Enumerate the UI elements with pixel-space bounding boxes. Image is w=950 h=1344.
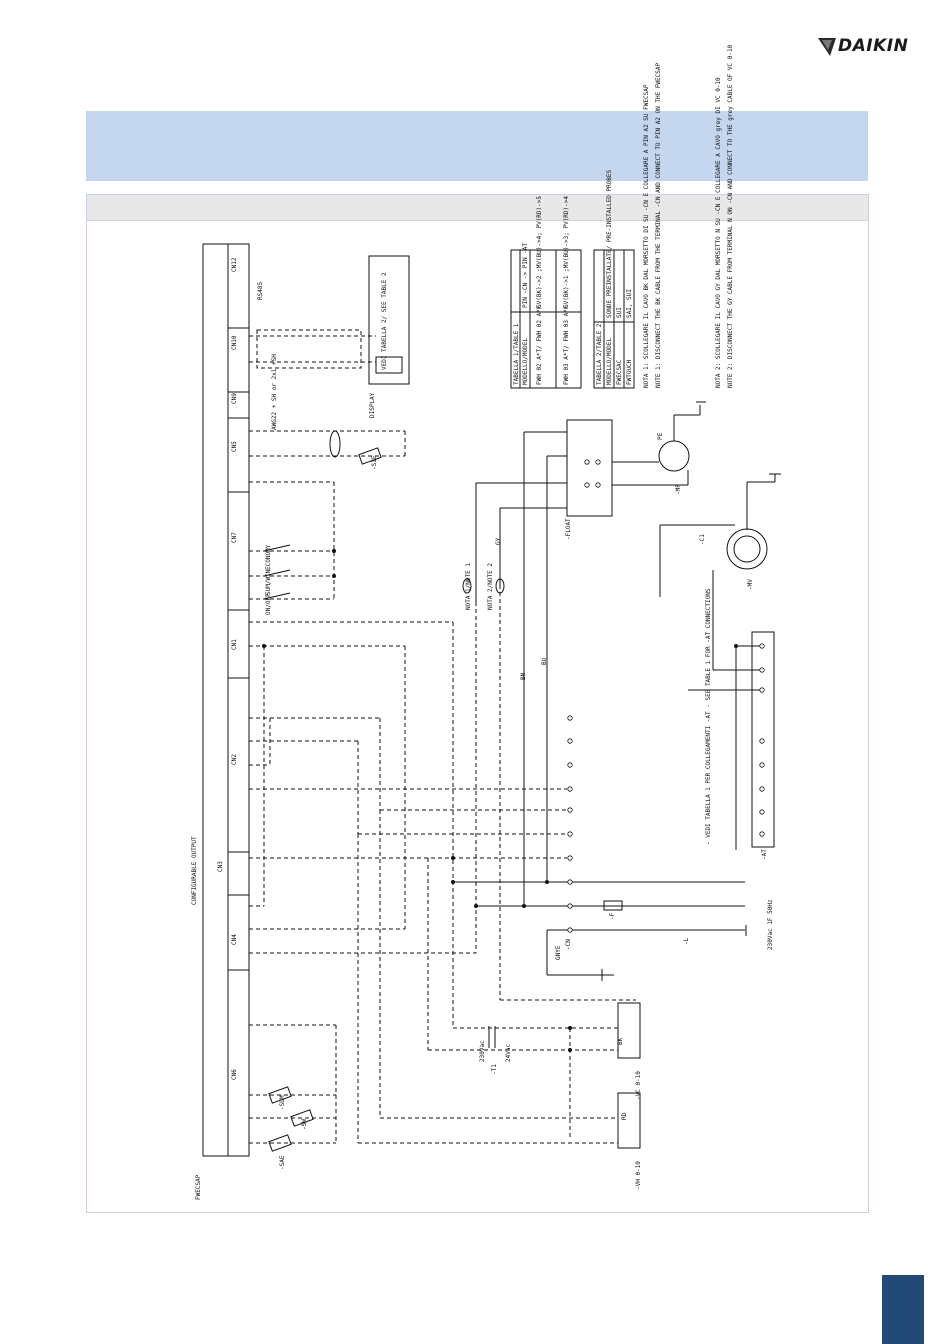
sum-win-label: SUM/WIN bbox=[265, 569, 272, 595]
mv-label: -MV bbox=[747, 579, 754, 590]
cn12-label: CN12 bbox=[231, 257, 238, 272]
brand-name: DAIKIN bbox=[838, 36, 909, 56]
rs485-label: RS485 bbox=[257, 282, 264, 300]
configurable-output-label: CONFIGURABLE OUTPUT bbox=[191, 836, 198, 905]
table2-title: TABELLA 2/TABLE 2 bbox=[596, 323, 603, 385]
fuse bbox=[603, 900, 623, 911]
float-switch bbox=[566, 419, 613, 517]
display-label: DISPLAY bbox=[369, 392, 376, 418]
f-label: -F bbox=[609, 912, 616, 920]
on-off-label: ON/OFF bbox=[265, 593, 272, 615]
valve-vh-box bbox=[617, 1092, 641, 1149]
note-2-it: NOTA 2: SCOLLEGARE IL CAVO GY DAL MORSET… bbox=[715, 77, 722, 388]
economy-label: ECONOMY bbox=[265, 544, 272, 570]
note-1-it: NOTA 1: SCOLLEGARE IL CAVO BK DAL MORSET… bbox=[643, 84, 650, 388]
cn1-label: CN1 bbox=[231, 639, 238, 650]
sw-label: -SW bbox=[301, 1119, 308, 1130]
diagram-panel bbox=[86, 194, 869, 1213]
cn-label: -CN bbox=[565, 939, 572, 950]
t1-label: -T1 bbox=[491, 1064, 498, 1075]
cn3-label: CN3 bbox=[217, 861, 224, 872]
sae-label: -SAE bbox=[279, 1155, 286, 1170]
at-label: -AT bbox=[761, 849, 768, 860]
pe-label: PE bbox=[657, 432, 664, 440]
c1-label: -C1 bbox=[699, 534, 706, 545]
wire-tag-bk: BK bbox=[617, 1037, 624, 1045]
cn9-label: CN9 bbox=[231, 393, 238, 404]
vh-label: -VH 0-10 bbox=[635, 1161, 642, 1190]
table1-title: TABELLA 1/TABLE 1 bbox=[513, 323, 520, 385]
cn7-label: CN7 bbox=[231, 532, 238, 543]
display-box bbox=[368, 255, 410, 385]
see-table1-label: - VEDI TABELLA 1 PER COLLEGAMENTI -AT - … bbox=[705, 588, 712, 845]
cable-label: AWG22 + SH or 2x1 +SH bbox=[271, 354, 278, 430]
cn10-label: CN10 bbox=[231, 335, 238, 350]
cn4-label: CN4 bbox=[231, 934, 238, 945]
wire-tag-bn: BN bbox=[520, 672, 527, 680]
transformer-230-label: 230Vac bbox=[479, 1040, 486, 1062]
sum-label: -SUM bbox=[279, 1095, 286, 1110]
terminal-block-at bbox=[751, 631, 775, 848]
table1-h2: PIN -CN -> PIN -AT bbox=[522, 243, 529, 308]
table1-r1-model: FWH 02 A*T/ FWH 02 A*F bbox=[536, 305, 543, 385]
cn6-label: CN6 bbox=[231, 1069, 238, 1080]
page-tab bbox=[882, 1275, 924, 1344]
table-1 bbox=[510, 249, 582, 389]
wire-tag-gy: GY bbox=[495, 537, 502, 545]
table1-r2-pins: GV(BK)->1 ;MV(BU)->3; PV(RD)->4 bbox=[563, 196, 570, 308]
table2-h2: SONDE PREINSTALLATE/ PRE-INSTALLED PROBE… bbox=[606, 170, 613, 318]
cn5-label: CN5 bbox=[231, 441, 238, 452]
table2-r1-probe: SUI bbox=[616, 307, 623, 318]
table2-r1-model: FWECSAC bbox=[616, 359, 623, 385]
mp-label: -MP bbox=[675, 484, 682, 495]
pump-motor bbox=[658, 440, 690, 472]
valve-vc-box bbox=[617, 1002, 641, 1059]
float-label: -FLOAT bbox=[565, 518, 572, 540]
note-2-en: NOTE 2: DISCONNECT THE GY CABLE FROM TER… bbox=[727, 44, 734, 388]
table2-r2-probe: SAI, SUI bbox=[626, 289, 633, 318]
sie-label: -SIE bbox=[371, 455, 378, 470]
vc-label: -VC 0-10 bbox=[635, 1071, 642, 1100]
supply-label: 230Vac 1F 50Hz bbox=[767, 899, 774, 950]
gnye-label: GNYE bbox=[555, 945, 562, 960]
note2-tag: NOTA 2/NOTE 2 bbox=[487, 563, 494, 610]
wire-tag-bu: BU bbox=[541, 657, 548, 665]
cn2-label: CN2 bbox=[231, 754, 238, 765]
note-1-en: NOTE 1: DISCONNECT THE BK CABLE FROM THE… bbox=[655, 63, 662, 388]
table2-r2-model: FWTOUCH bbox=[626, 359, 633, 385]
fan-motor bbox=[726, 528, 768, 570]
device-label: FWECSAP bbox=[195, 1174, 202, 1200]
l-label: -L bbox=[683, 937, 690, 945]
table2-h1: MODELLO/MODEL bbox=[606, 338, 613, 385]
panel-header bbox=[87, 195, 868, 221]
table1-r1-pins: GV(BK)->2 ;MV(BU)->4; PV(RD)->5 bbox=[536, 196, 543, 308]
table1-r2-model: FWH 03 A*T/ FWH 03 A*F bbox=[563, 305, 570, 385]
wire-tag-rd: RD bbox=[621, 1112, 628, 1120]
note1-tag: NOTA 1/NOTE 1 bbox=[465, 563, 472, 610]
transformer-24-label: 24Vac bbox=[505, 1044, 512, 1062]
controller-board bbox=[202, 243, 250, 1157]
daikin-logo-mark bbox=[818, 38, 836, 56]
header-banner bbox=[86, 111, 868, 181]
display-box-label: VEDI TABELLA 2/ SEE TABLE 2 bbox=[381, 272, 388, 370]
table1-h1: MODELLO/MODEL bbox=[522, 338, 529, 385]
